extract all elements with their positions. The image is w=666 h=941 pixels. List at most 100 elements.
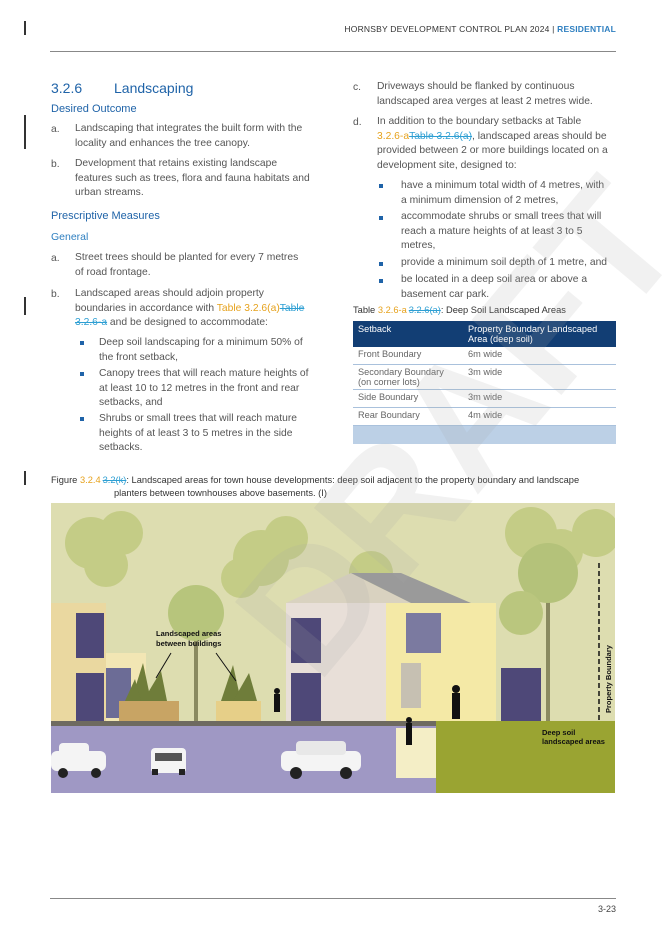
text-line: heights of at least 3 to 5 metres in the… [99, 427, 293, 439]
window [501, 668, 541, 728]
item-letter: b. [51, 159, 60, 170]
footer-rule [50, 898, 616, 899]
change-bar [24, 21, 26, 35]
text-line: Landscaping that integrates the built fo… [75, 123, 303, 134]
deep-soil-table: Setback Property Boundary Landscaped Are… [353, 321, 616, 444]
car-icon [51, 743, 106, 778]
table-cell: Rear Boundary [353, 407, 463, 426]
inserted-ref: 3.2.4 [79, 475, 101, 485]
window [76, 613, 104, 658]
prescriptive-item-c: Driveways should be flanked by continuou… [377, 80, 616, 109]
bullet-item: Deep soil landscaping for a minimum 50% … [99, 336, 313, 365]
table-cell [463, 425, 616, 444]
bullet-icon [80, 341, 84, 345]
table-cell: 4m wide [463, 407, 616, 426]
text-line: of road frontage. [75, 266, 151, 278]
prescriptive-item-d: In addition to the boundary setbacks at … [377, 115, 616, 173]
table-row: Rear Boundary 4m wide [353, 407, 616, 426]
text-run: boundaries in accordance with [75, 302, 217, 314]
text-line: setbacks, and [99, 397, 163, 409]
prescriptive-item-a: Street trees should be planted for every… [75, 251, 313, 280]
change-bar [24, 471, 26, 485]
table-cell: 3m wide [463, 389, 616, 408]
deleted-ref: 3.2(k) [102, 475, 127, 485]
text-line: locality and enhances the tree canopy. [75, 137, 250, 149]
label-deep-soil: Deep soil [542, 728, 575, 737]
tree-trunk [194, 623, 198, 723]
text-line: features such as trees, flora and fauna … [75, 172, 310, 184]
bullet-icon [379, 216, 383, 220]
general-subheading: General [51, 231, 89, 243]
label-between-buildings: Landscaped areas [156, 629, 221, 638]
running-header: HORNSBY DEVELOPMENT CONTROL PLAN 2024 | … [344, 24, 616, 34]
text-run: : Deep Soil Landscaped Areas [440, 305, 566, 315]
text-line: In addition to the boundary setbacks at … [377, 116, 582, 127]
table-cell: Front Boundary [353, 347, 463, 365]
arrow-icon [155, 652, 172, 679]
person-icon [452, 685, 460, 719]
text-line: Street trees should be planted for every… [75, 252, 299, 263]
item-letter: d. [353, 117, 362, 128]
bullet-item: provide a minimum soil depth of 1 metre,… [401, 256, 616, 271]
text-line: Canopy trees that will reach mature heig… [99, 368, 309, 379]
table-footer-row [353, 425, 616, 444]
townhouse-illustration: Landscaped areas between buildings Deep … [51, 503, 620, 793]
stair [401, 663, 421, 708]
change-bar [24, 297, 26, 315]
text-run: Table [353, 305, 378, 315]
text-line: 3.2.6-aTable 3.2.6(a), landscaped areas … [377, 130, 616, 145]
bullet-item: accommodate shrubs or small trees that w… [401, 210, 616, 254]
table-cell: 6m wide [463, 347, 616, 365]
header-separator: | [549, 24, 558, 34]
deleted-ref: Table [279, 302, 305, 314]
inserted-ref: Table 3.2.6(a) [216, 302, 280, 314]
text-line: 3.2.6-a and be designed to accommodate: [75, 316, 313, 331]
text-line: setbacks. [99, 442, 143, 454]
bullet-item: Canopy trees that will reach mature heig… [99, 367, 313, 411]
tree-canopy [168, 585, 224, 641]
townhouse-landscape-figure: Landscaped areas between buildings Deep … [51, 503, 620, 793]
text-line: provide a minimum soil depth of 1 metre,… [401, 257, 608, 268]
table-row: Front Boundary 6m wide [353, 347, 616, 365]
table-row: Side Boundary 3m wide [353, 389, 616, 408]
label-between-buildings: between buildings [156, 639, 221, 648]
planter-shrubs [125, 663, 257, 701]
window [291, 673, 321, 728]
header-title: HORNSBY DEVELOPMENT CONTROL PLAN 2024 [344, 24, 550, 34]
item-letter: c. [353, 82, 362, 93]
bullet-icon [80, 417, 84, 421]
person-icon [274, 688, 280, 712]
label-deep-soil: landscaped areas [542, 737, 605, 746]
change-bar [24, 115, 26, 149]
header-section: RESIDENTIAL [557, 24, 616, 34]
text-line: landscaped area verges at least 2 metres… [377, 95, 593, 107]
bullet-icon [379, 184, 383, 188]
text-line: Development that retains existing landsc… [75, 158, 278, 169]
inserted-ref: 3.2.6-a [377, 130, 410, 142]
text-line: development site, designed to: [377, 159, 517, 171]
basement [51, 725, 436, 793]
text-line: have a minimum total width of 4 metres, … [401, 180, 605, 191]
window [76, 673, 104, 728]
deleted-ref: 3.2.6(a) [408, 305, 441, 315]
text-line: planters between townhouses above baseme… [114, 487, 327, 498]
item-letter: a. [51, 124, 60, 135]
deleted-ref: 3.2.6-a [75, 317, 108, 329]
bullet-item: Shrubs or small trees that will reach ma… [99, 412, 313, 456]
text-run: and be designed to accommodate: [107, 317, 268, 329]
roof [286, 573, 411, 603]
car-icon [281, 741, 361, 779]
text-line: the front setback, [99, 351, 178, 363]
table-row: Secondary Boundary (on corner lots) 3m w… [353, 364, 616, 390]
prescriptive-item-b: Landscaped areas should adjoin property … [75, 287, 313, 331]
text-line: reach a mature heights of at least 3 to … [401, 225, 583, 237]
window [406, 613, 441, 653]
text-line: boundaries in accordance with Table 3.2.… [75, 302, 313, 317]
table-cell: Secondary Boundary (on corner lots) [353, 364, 463, 390]
person-icon [406, 717, 412, 745]
text-line: metres, [401, 240, 436, 252]
text-run: , landscaped areas should be [472, 130, 607, 142]
text-line: Deep soil landscaping for a minimum 50% … [99, 337, 303, 348]
section-number: 3.2.6 [51, 80, 83, 96]
